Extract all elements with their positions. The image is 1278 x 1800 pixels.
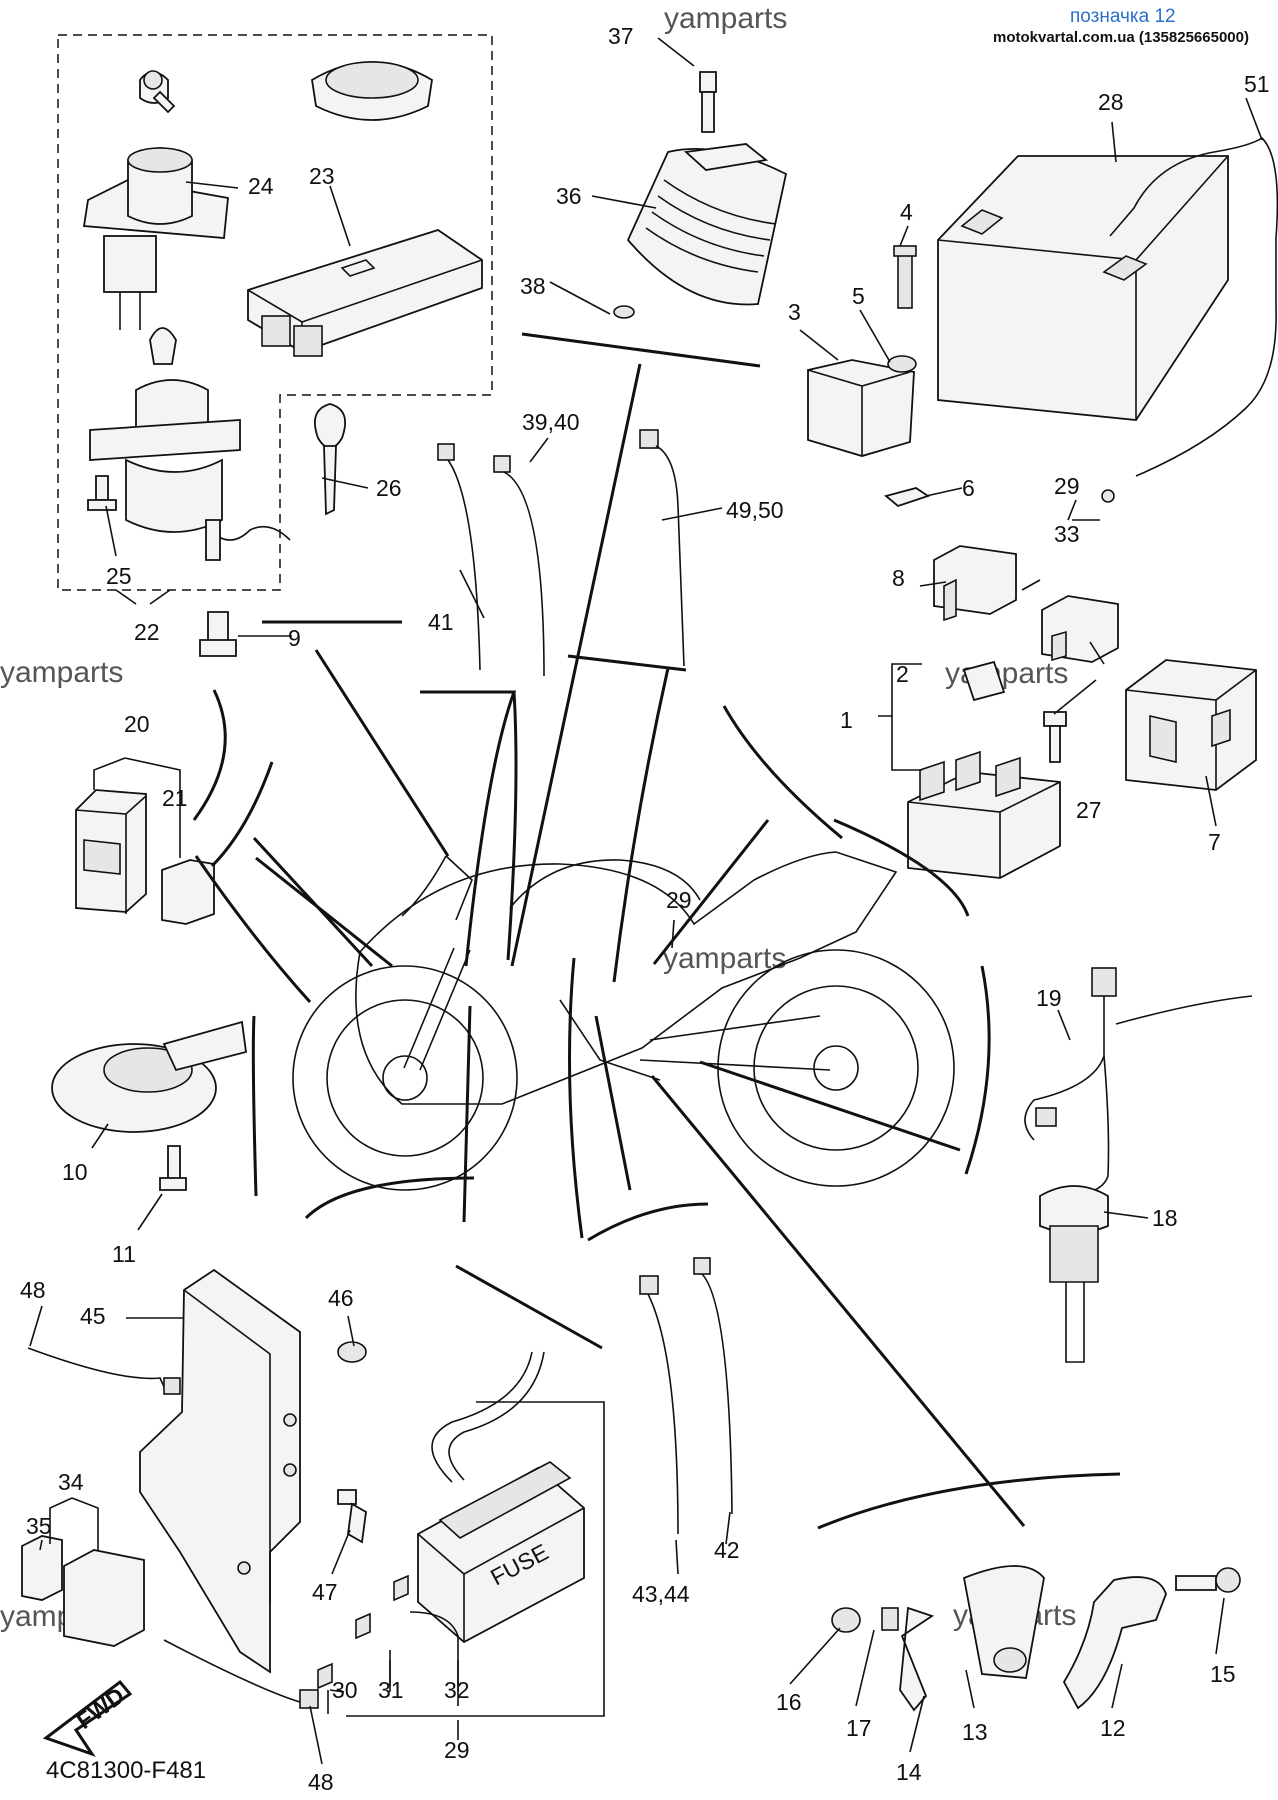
label-8: 8	[892, 565, 905, 591]
battery	[937, 136, 1278, 503]
switch-18-cable-19	[1024, 967, 1253, 1363]
label-25: 25	[106, 563, 132, 589]
label-29-b: 29	[666, 887, 692, 913]
label-29-a: 29	[1054, 473, 1080, 499]
bracket-45	[27, 1268, 367, 1674]
label-47: 47	[312, 1579, 338, 1605]
relay-unit-3	[807, 245, 931, 508]
fwd-label: FWD	[71, 1682, 129, 1734]
cable-ties-bottom	[639, 1257, 733, 1535]
horn	[51, 1020, 247, 1191]
label-34: 34	[58, 1469, 84, 1495]
label-27: 27	[1076, 797, 1102, 823]
label-49-50: 49,50	[726, 497, 784, 523]
ecu-unit	[247, 229, 483, 357]
label-14: 14	[896, 1759, 922, 1785]
label-37: 37	[608, 23, 634, 49]
label-43-44: 43,44	[632, 1581, 690, 1607]
label-16: 16	[776, 1689, 802, 1715]
label-17: 17	[846, 1715, 872, 1741]
label-19: 19	[1036, 985, 1062, 1011]
label-7: 7	[1208, 829, 1221, 855]
fuse-box: FUSE	[163, 1351, 605, 1717]
label-31: 31	[378, 1677, 404, 1703]
label-29-c: 29	[444, 1737, 470, 1763]
fwd-arrow: FWD	[42, 1679, 133, 1757]
label-38: 38	[520, 273, 546, 299]
label-23: 23	[309, 163, 335, 189]
watermark-left: yamparts	[0, 656, 123, 689]
label-6: 6	[962, 475, 975, 501]
key-part	[314, 403, 346, 516]
watermark-top: yamparts	[664, 2, 787, 35]
label-45: 45	[80, 1303, 106, 1329]
label-36: 36	[556, 183, 582, 209]
diagram-code: 4C81300-F481	[46, 1757, 206, 1784]
part-number-labels: 37 36 38 24 23 26 25 22 9 28 51 4 5 3 6 …	[20, 23, 1270, 1795]
label-26: 26	[376, 475, 402, 501]
label-51: 51	[1244, 71, 1270, 97]
label-1: 1	[840, 707, 853, 733]
label-3: 3	[788, 299, 801, 325]
cable-ties-top	[437, 429, 685, 677]
label-35: 35	[26, 1513, 52, 1539]
relay-8	[933, 545, 1017, 622]
lock-set-dashed-box	[57, 34, 493, 591]
label-22: 22	[134, 619, 160, 645]
label-32: 32	[444, 1677, 470, 1703]
rear-brake-assembly	[831, 1565, 1241, 1712]
header-subtitle: motokvartal.com.ua (135825665000)	[993, 29, 1249, 46]
label-21: 21	[162, 785, 188, 811]
label-15: 15	[1210, 1661, 1236, 1687]
relay-34	[21, 1535, 145, 1647]
motorcycle-illustration	[292, 851, 955, 1191]
rectifier-regulator	[613, 71, 788, 319]
label-46: 46	[328, 1285, 354, 1311]
label-13: 13	[962, 1719, 988, 1745]
label-24: 24	[248, 173, 274, 199]
label-18: 18	[1152, 1205, 1178, 1231]
watermark-relay: yamparts	[945, 657, 1068, 690]
unit-7	[1125, 659, 1257, 791]
label-20: 20	[124, 711, 150, 737]
label-30: 30	[332, 1677, 358, 1703]
leader-lines	[29, 37, 1263, 1765]
label-39-40: 39,40	[522, 409, 580, 435]
label-41: 41	[428, 609, 454, 635]
starter-relay	[907, 660, 1067, 879]
coupler-20	[75, 789, 215, 925]
label-9: 9	[288, 625, 301, 651]
label-42: 42	[714, 1537, 740, 1563]
header-title: позначка 12	[1070, 6, 1176, 27]
label-11: 11	[112, 1241, 136, 1267]
label-5: 5	[852, 283, 865, 309]
watermark-bike: yamparts	[663, 942, 786, 975]
label-4: 4	[900, 199, 913, 225]
label-2: 2	[896, 661, 909, 687]
main-switch-assembly	[82, 61, 433, 657]
label-10: 10	[62, 1159, 88, 1185]
label-12: 12	[1100, 1715, 1126, 1741]
relay-33	[1041, 595, 1119, 663]
label-33: 33	[1054, 521, 1080, 547]
label-48-a: 48	[20, 1277, 46, 1303]
callout-lines	[192, 332, 1121, 1530]
label-28: 28	[1098, 89, 1124, 115]
label-48-b: 48	[308, 1769, 334, 1795]
